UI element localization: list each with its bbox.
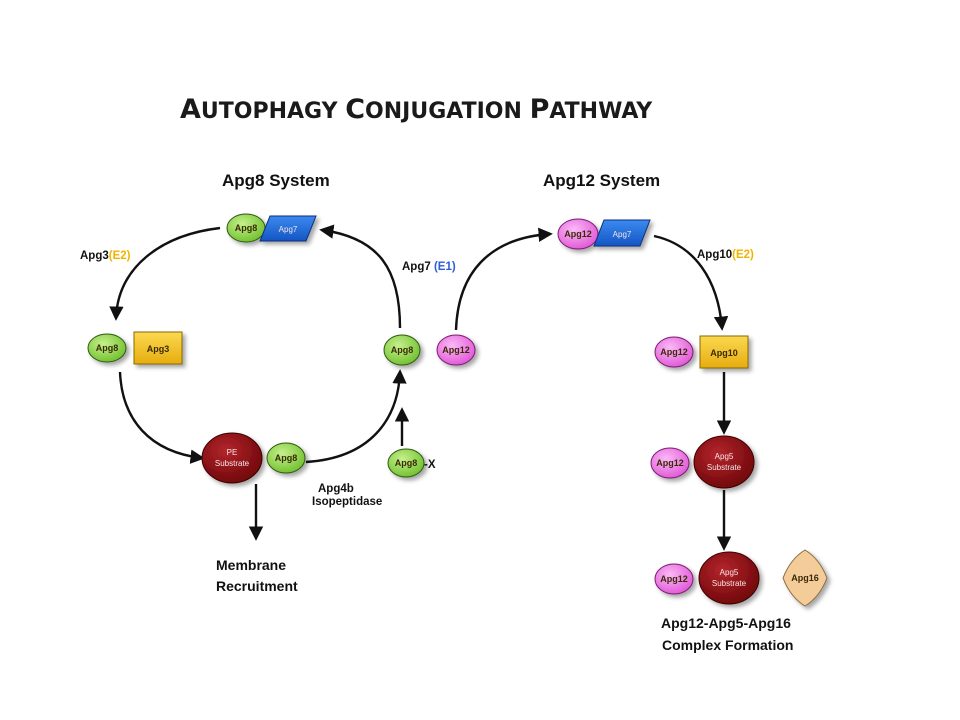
apg8-x-node (387, 448, 425, 478)
title-cap-a: A (180, 94, 201, 125)
apg3-node (133, 331, 183, 365)
apg7-top-label: Apg7 (279, 225, 298, 234)
apg8-node (387, 448, 425, 478)
membrane-label: Membrane (216, 557, 286, 573)
apg16-label: Apg16 (791, 573, 819, 583)
apg8x-suffix: -X (424, 459, 436, 471)
apg7-node (593, 219, 651, 247)
apg12-top-label: Apg12 (564, 229, 592, 239)
pe-line2: Substrate (215, 459, 250, 468)
arrow-apg8apg7-to-apg8apg3 (109, 226, 221, 321)
apg8-free-node (383, 334, 421, 366)
apg8-system-heading: Apg8 System (222, 171, 330, 190)
apg12-node (650, 447, 690, 479)
title-rest-2: ONJUGATION (365, 99, 530, 124)
apg12-apg5-label: Apg12 (656, 458, 684, 468)
apg10-role: (E2) (732, 249, 754, 261)
apg12-node (654, 336, 694, 368)
apg7-e1-label: Apg7 (E1) (402, 261, 456, 273)
apg5-final-line2: Substrate (712, 579, 747, 588)
apg12-system: Apg12 System Apg12 Apg12 Apg7 Apg10(E2) … (436, 171, 828, 653)
title-cap-c: C (345, 94, 365, 125)
apg12-mid-label: Apg12 (660, 347, 688, 357)
apg12-system-heading: Apg12 System (543, 171, 660, 190)
title-cap-p: P (530, 94, 550, 125)
apg10-label-node: Apg10 (710, 348, 738, 358)
apg5-line1: Apg5 (715, 452, 734, 461)
apg12-node (436, 334, 476, 366)
apg12-apg10-complex (654, 335, 749, 369)
apg12-node (654, 563, 694, 595)
apg3-left-label: Apg3 (147, 344, 170, 354)
arrow-apg12apg7-to-apg12apg10 (653, 234, 729, 331)
complex-line2: Complex Formation (662, 637, 793, 653)
apg8-top-label: Apg8 (235, 223, 258, 233)
arrow-apg8-to-apg8apg7 (319, 224, 402, 329)
apg7-role: (E1) (434, 261, 456, 273)
apg8-system: Apg8 System Apg8 Apg7 Apg3(E2) Apg8 Apg3 (80, 171, 456, 594)
apg8-node (383, 334, 421, 366)
isopeptidase-label: Isopeptidase (312, 496, 382, 508)
apg8-left-label: Apg8 (96, 343, 119, 353)
apg12-apg7-complex (557, 218, 651, 250)
pe-substrate-node (201, 432, 263, 484)
arrow-apg12-to-apg12apg7 (454, 227, 553, 331)
apg5-line2: Substrate (707, 463, 742, 472)
title-rest-3: ATHWAY (549, 99, 653, 124)
apg12-apg5-apg16-complex (654, 549, 828, 607)
apg8x-apg8-label: Apg8 (395, 458, 418, 468)
apg5-substrate-node (693, 435, 755, 489)
apg5-final-line1: Apg5 (720, 568, 739, 577)
apg5-substrate-node (698, 551, 760, 605)
recruitment-label: Recruitment (216, 578, 298, 594)
apg8-right-label: Apg8 (391, 345, 414, 355)
apg16-node (782, 549, 828, 607)
apg10-e2-label: Apg10(E2) (697, 249, 754, 261)
arrow-apg8apg3-to-pe (118, 371, 205, 464)
apg12-final-label: Apg12 (660, 574, 688, 584)
apg4b-label: Apg4b (318, 483, 354, 495)
apg3-role: (E2) (109, 250, 131, 262)
title-rest-1: UTOPHAGY (201, 99, 345, 124)
apg10-node (699, 335, 749, 369)
apg12-free-label: Apg12 (442, 345, 470, 355)
pe-line1: PE (227, 448, 238, 457)
apg8-node (87, 333, 127, 363)
apg3-label: Apg3 (80, 250, 109, 262)
apg12-node (557, 218, 599, 250)
apg12-apg5-complex (650, 435, 755, 489)
apg7-label: Apg7 (402, 261, 431, 273)
pe-substrate-complex (201, 432, 306, 484)
apg3-e2-label: Apg3(E2) (80, 250, 131, 262)
apg8-apg7-complex-top (226, 213, 317, 243)
apg12-free-node (436, 334, 476, 366)
page-title: AUTOPHAGY CONJUGATION PATHWAY (180, 94, 653, 125)
apg7-right-label: Apg7 (613, 230, 632, 239)
apg8-node (266, 442, 306, 474)
apg8-bottom-label: Apg8 (275, 453, 298, 463)
complex-line1: Apg12-Apg5-Apg16 (661, 615, 791, 631)
apg10-label: Apg10 (697, 249, 732, 261)
apg7-node (259, 215, 317, 242)
arrow-pe-to-apg8-free (305, 369, 407, 464)
apg8-apg3-complex (87, 331, 183, 365)
